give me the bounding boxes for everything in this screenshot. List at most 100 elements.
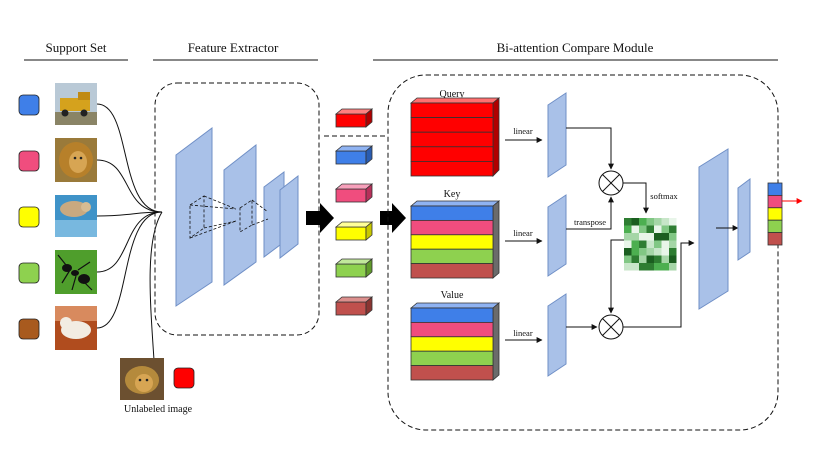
output-layer-2 xyxy=(737,178,751,261)
attention-cell xyxy=(631,233,639,241)
feature-extractor-title: Feature Extractor xyxy=(188,40,279,55)
query-to-matmul-arrow xyxy=(566,127,614,170)
value-projection-layer xyxy=(547,293,567,377)
attention-cell xyxy=(631,263,639,271)
transpose-label: transpose xyxy=(574,217,606,227)
attention-cell xyxy=(646,263,654,271)
attention-cell xyxy=(624,225,632,233)
compare-module-box xyxy=(387,74,779,431)
attention-cell xyxy=(631,240,639,248)
attention-cell xyxy=(669,255,677,263)
key-linear-label: linear xyxy=(513,228,533,238)
attention-cell xyxy=(631,255,639,263)
compare-input-arrow xyxy=(380,203,406,233)
value-linear-label: linear xyxy=(513,328,533,338)
class-swatch-brown xyxy=(18,318,40,340)
key-matrix xyxy=(409,200,501,279)
attention-cell xyxy=(639,218,647,226)
lion-image xyxy=(55,138,97,182)
matmul-op-2 xyxy=(598,314,624,340)
cnn-layer-1 xyxy=(175,127,213,307)
softmax-label: softmax xyxy=(650,191,678,201)
attention-cell xyxy=(631,218,639,226)
attention-cell xyxy=(654,225,662,233)
attention-cell xyxy=(646,233,654,241)
output-layer-1 xyxy=(698,148,729,310)
class-swatch-yellow xyxy=(18,206,40,228)
attention-cell xyxy=(661,240,669,248)
attention-cell xyxy=(669,225,677,233)
attention-cell xyxy=(661,233,669,241)
attention-cell xyxy=(661,263,669,271)
value-matrix xyxy=(409,302,501,381)
attention-cell xyxy=(624,218,632,226)
attention-cell xyxy=(639,248,647,256)
feature-extractor-header: Feature Extractor xyxy=(153,40,318,61)
key-transpose-arrow xyxy=(566,196,614,230)
feature-vector-pink xyxy=(334,183,374,203)
truck-image xyxy=(55,83,97,125)
attention-cell xyxy=(646,255,654,263)
attention-map xyxy=(624,218,677,271)
support-class-swatches xyxy=(18,94,40,340)
query-linear-label: linear xyxy=(513,126,533,136)
attention-cell xyxy=(624,263,632,271)
ferret-image xyxy=(55,306,97,350)
unlabeled-image-label: Unlabeled image xyxy=(124,404,193,415)
extractor-output-arrow xyxy=(306,203,334,233)
support-set-title: Support Set xyxy=(45,40,106,55)
key-label: Key xyxy=(444,189,461,200)
query-label: Query xyxy=(440,89,465,100)
compare-module-header: Bi-attention Compare Module xyxy=(373,40,778,61)
otter-image xyxy=(55,195,97,237)
attention-cell xyxy=(624,240,632,248)
feature-vector-red xyxy=(334,108,374,128)
attention-cell xyxy=(646,225,654,233)
query-projection-layer xyxy=(547,92,567,178)
attention-cell xyxy=(669,233,677,241)
attention-cell xyxy=(654,240,662,248)
attention-cell xyxy=(646,218,654,226)
support-set-header: Support Set xyxy=(24,40,128,61)
attention-cell xyxy=(646,248,654,256)
output-scores xyxy=(767,182,783,246)
cnn-layer-4 xyxy=(279,174,299,260)
feature-vector-blue xyxy=(334,145,374,165)
feature-vector-green xyxy=(334,258,374,278)
cnn-layers xyxy=(175,127,299,307)
attention-cell xyxy=(669,218,677,226)
attention-cell xyxy=(654,218,662,226)
attention-cell xyxy=(639,225,647,233)
attention-cell xyxy=(631,225,639,233)
attention-cell xyxy=(631,248,639,256)
attention-cell xyxy=(624,248,632,256)
feature-vector-yellow xyxy=(334,221,374,241)
attention-cell xyxy=(639,263,647,271)
attention-cell xyxy=(661,218,669,226)
attention-cell xyxy=(669,240,677,248)
support-to-extractor-curves xyxy=(96,103,163,361)
attention-to-matmul-arrow xyxy=(608,239,624,314)
attention-cell xyxy=(661,248,669,256)
attention-cell xyxy=(654,248,662,256)
attention-cell xyxy=(639,255,647,263)
attention-cell xyxy=(654,255,662,263)
attention-cell xyxy=(661,255,669,263)
feature-extractor-box xyxy=(154,82,320,336)
feature-vector-rose xyxy=(334,296,374,316)
to-softmax-arrow xyxy=(623,182,649,214)
query-class-swatch xyxy=(173,367,195,389)
class-swatch-pink xyxy=(18,150,40,172)
attention-cell xyxy=(639,240,647,248)
attention-cell xyxy=(646,240,654,248)
query-matrix xyxy=(409,97,501,177)
compare-module-title: Bi-attention Compare Module xyxy=(497,40,654,55)
to-output-layer-arrow xyxy=(623,240,695,328)
feature-vectors xyxy=(334,108,374,316)
matmul-op-1 xyxy=(598,170,624,196)
attention-cell xyxy=(661,225,669,233)
value-label: Value xyxy=(441,290,464,301)
attention-cell xyxy=(624,255,632,263)
class-swatch-green xyxy=(18,262,40,284)
